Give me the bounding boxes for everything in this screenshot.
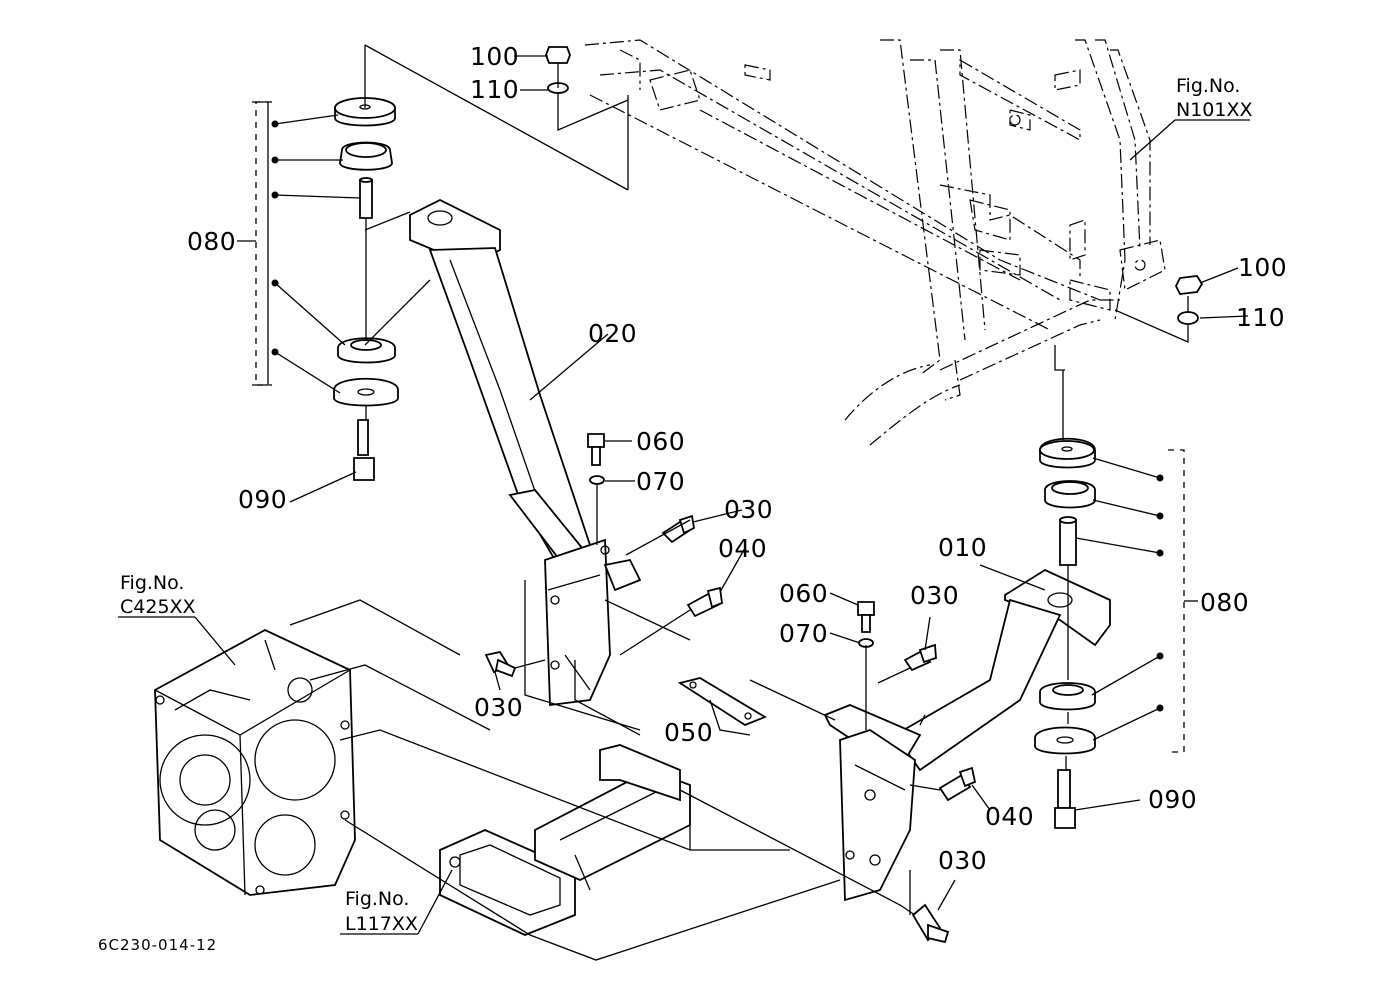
label-080-left: 080 — [187, 227, 236, 256]
label-110-top: 110 — [470, 75, 519, 104]
label-100-top: 100 — [470, 42, 519, 71]
label-070-left: 070 — [636, 467, 685, 496]
label-020: 020 — [588, 319, 637, 348]
fig-ref-cabin-line1: Fig.No. — [1176, 75, 1240, 97]
bracket-010 — [823, 568, 1111, 902]
fig-ref-frame-line2: L117XX — [345, 913, 418, 935]
fig-ref-transmission-line1: Fig.No. — [120, 572, 184, 594]
guide-lines — [252, 44, 1189, 961]
label-090-right: 090 — [1148, 785, 1197, 814]
label-110-right: 110 — [1236, 303, 1285, 332]
fig-ref-cabin-line2: N101XX — [1176, 99, 1253, 121]
label-030-lower-left: 030 — [474, 693, 523, 722]
label-090-left: 090 — [238, 485, 287, 514]
plate-050 — [677, 677, 768, 727]
label-100-right: 100 — [1238, 253, 1287, 282]
mount-stack-left — [333, 97, 399, 481]
mount-stack-right — [1034, 437, 1096, 829]
cabin-frame — [584, 39, 1166, 446]
leaders — [118, 55, 1250, 935]
label-070-right: 070 — [779, 619, 828, 648]
label-050: 050 — [664, 718, 713, 747]
label-060-right: 060 — [779, 579, 828, 608]
callout-labels: 100 110 080 020 060 070 090 030 040 030 … — [187, 42, 1287, 875]
figure-references: Fig.No. N101XX Fig.No. C425XX Fig.No. L1… — [120, 75, 1253, 935]
transmission-housing — [154, 628, 356, 896]
group-brackets — [255, 101, 1185, 753]
label-080-right: 080 — [1200, 588, 1249, 617]
label-040-left: 040 — [718, 534, 767, 563]
fig-ref-transmission-line2: C425XX — [120, 596, 196, 618]
label-040-right: 040 — [985, 802, 1034, 831]
bracket-020 — [409, 198, 642, 707]
label-030-right-upper: 030 — [910, 581, 959, 610]
label-060-left: 060 — [636, 427, 685, 456]
fasteners — [484, 46, 1204, 944]
drawing-code: 6C230-014-12 — [98, 936, 217, 954]
fig-ref-frame-line1: Fig.No. — [345, 888, 409, 910]
lower-frame — [439, 744, 691, 936]
label-030-right-lower: 030 — [938, 846, 987, 875]
label-010: 010 — [938, 533, 987, 562]
label-030-upper: 030 — [724, 495, 773, 524]
